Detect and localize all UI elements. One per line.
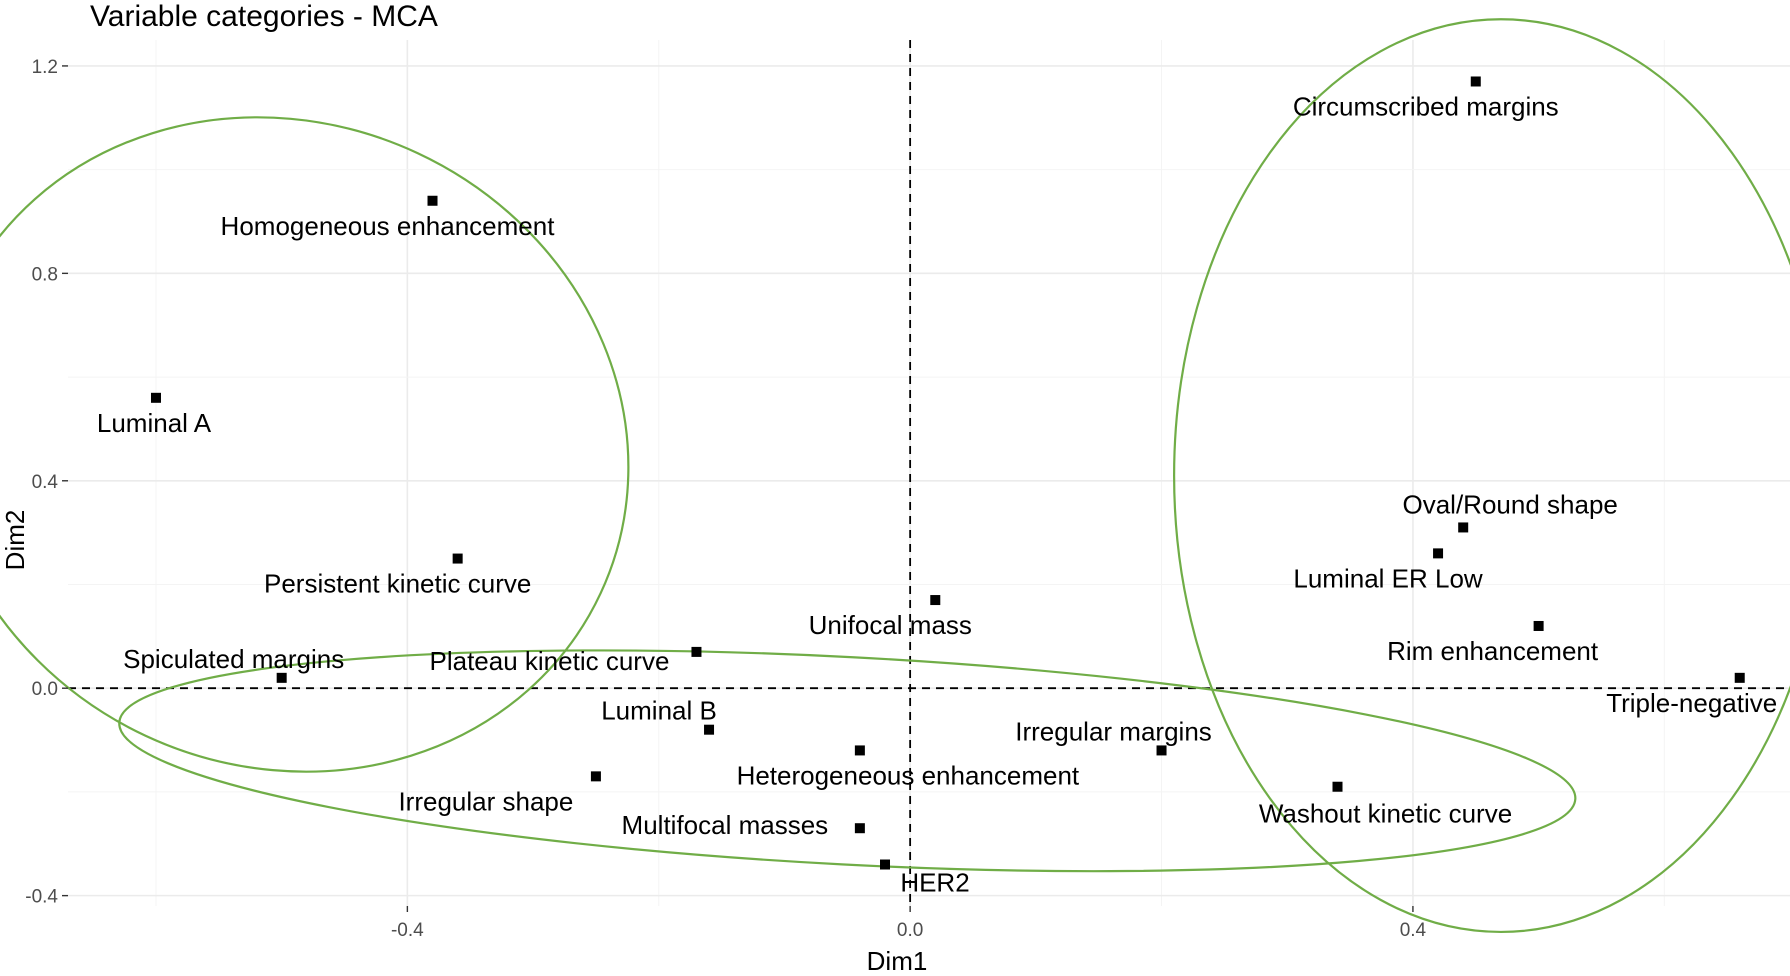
y-tick-label: 1.2 <box>32 57 58 78</box>
chart-title: Variable categories - MCA <box>90 0 438 33</box>
data-point <box>150 392 161 403</box>
x-tick-label: 0.0 <box>897 920 923 941</box>
data-point <box>1433 548 1444 559</box>
data-point <box>590 771 601 782</box>
x-tick-label: -0.4 <box>391 920 424 941</box>
data-point <box>854 745 865 756</box>
x-tick-label: 0.4 <box>1400 920 1427 941</box>
cluster-ellipse-2 <box>1173 18 1790 933</box>
point-label: Plateau kinetic curve <box>430 646 670 676</box>
y-tick-label: -0.4 <box>25 887 58 908</box>
data-point <box>854 823 865 834</box>
data-points <box>150 76 1745 870</box>
y-axis-label: Dim2 <box>0 510 30 571</box>
y-tick-label: 0.4 <box>32 472 59 493</box>
point-label: Triple-negative <box>1606 688 1777 718</box>
data-point <box>691 646 702 657</box>
reference-lines <box>68 40 1790 906</box>
data-point <box>1156 745 1167 756</box>
point-label: Spiculated margins <box>123 644 344 674</box>
axes: -0.4 0.0 0.4 -0.4 0.0 0.4 0.8 1.2 <box>25 57 1426 941</box>
cluster-ellipses <box>0 18 1790 933</box>
point-label: Irregular margins <box>1015 716 1212 746</box>
data-point <box>276 672 287 683</box>
point-label: Washout kinetic curve <box>1259 799 1512 829</box>
point-label: Luminal ER Low <box>1293 563 1483 593</box>
cluster-ellipse-3 <box>118 649 1577 873</box>
data-point <box>930 595 941 606</box>
point-label: Luminal B <box>601 696 717 726</box>
data-point <box>452 553 463 564</box>
point-label: Multifocal masses <box>622 810 829 840</box>
point-label: Irregular shape <box>398 786 573 816</box>
point-label: Luminal A <box>97 408 212 438</box>
point-label: Rim enhancement <box>1387 636 1599 666</box>
data-point <box>1734 672 1745 683</box>
point-label: Heterogeneous enhancement <box>737 760 1080 790</box>
data-point <box>1458 522 1469 533</box>
data-point <box>1470 76 1481 87</box>
data-point <box>427 195 438 206</box>
point-label: Circumscribed margins <box>1293 91 1559 121</box>
cluster-ellipse-1 <box>0 116 630 773</box>
point-label: Homogeneous enhancement <box>221 211 556 241</box>
data-point <box>1533 620 1544 631</box>
point-label: Unifocal mass <box>809 610 972 640</box>
data-point <box>880 859 891 870</box>
point-label: Oval/Round shape <box>1403 489 1618 519</box>
point-label: HER2 <box>900 868 969 898</box>
data-point <box>704 724 715 735</box>
y-tick-label: 0.8 <box>32 264 58 285</box>
x-axis-label: Dim1 <box>867 946 928 976</box>
point-label: Persistent kinetic curve <box>264 569 531 599</box>
data-point <box>1332 781 1343 792</box>
y-tick-label: 0.0 <box>32 679 58 700</box>
